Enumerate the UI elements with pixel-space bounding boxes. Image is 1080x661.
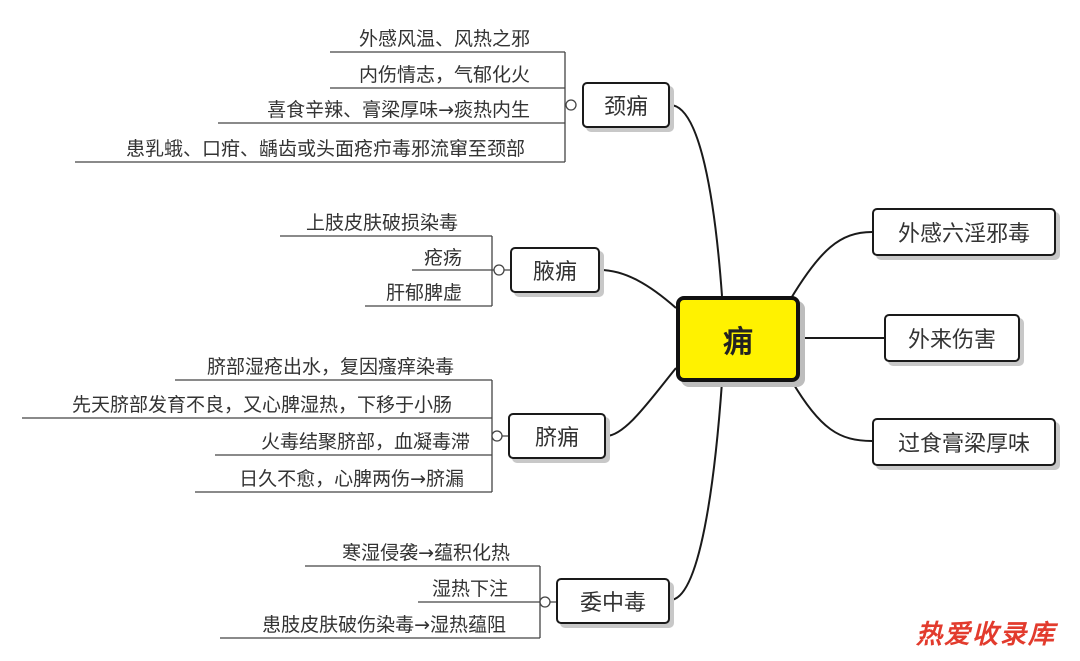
branch-label: 脐痈	[534, 426, 579, 451]
center-label: 痈	[723, 325, 753, 360]
connector-right-1	[789, 231, 873, 301]
right-node-1: 外感六淫邪毒	[872, 208, 1056, 256]
connector-left-4	[669, 381, 723, 601]
right-node-2: 外来伤害	[884, 314, 1020, 362]
connector-right-3	[789, 377, 873, 442]
right-node-label: 过食膏梁厚味	[897, 432, 1030, 457]
right-node-label: 外感六淫邪毒	[897, 222, 1030, 247]
branch-node-2: 腋痈	[510, 247, 600, 293]
leaf-text: 疮疡	[423, 247, 462, 269]
leaf-text: 先天脐部发育不良，又心脾湿热，下移于小肠	[71, 394, 452, 416]
leaf-text: 内伤情志，气郁化火	[358, 64, 530, 86]
watermark-logo: 热爱收录库	[915, 620, 1056, 650]
center-node: 痈	[676, 296, 800, 382]
leaf-text: 脐部湿疮出水，复因瘙痒染毒	[206, 356, 454, 378]
leaf-text: 寒湿侵袭→蕴积化热	[342, 542, 510, 564]
leaf-text: 肝郁脾虚	[385, 282, 462, 304]
connector-left-2	[599, 269, 677, 309]
junction-2	[493, 264, 505, 276]
branch-label: 委中毒	[579, 591, 646, 616]
right-node-label: 外来伤害	[907, 328, 996, 353]
leaf-text: 湿热下注	[431, 578, 508, 600]
junction-4	[539, 596, 551, 608]
branch-label: 颈痈	[603, 95, 648, 120]
branch-node-3: 脐痈	[508, 413, 606, 459]
leaf-text: 日久不愈，心脾两伤→脐漏	[239, 468, 464, 490]
branch-node-1: 颈痈	[582, 82, 670, 128]
leaf-text: 患乳蛾、口疳、龋齿或头面疮疖毒邪流窜至颈部	[125, 138, 525, 160]
connector-left-1	[669, 104, 723, 297]
branch-node-4: 委中毒	[556, 578, 670, 624]
connector-left-3	[605, 367, 677, 437]
leaf-text: 喜食辛辣、膏梁厚味→痰热内生	[267, 99, 530, 121]
leaf-text: 火毒结聚脐部，血凝毒滞	[260, 431, 470, 453]
branch-label: 腋痈	[532, 260, 577, 285]
leaf-text: 上肢皮肤破损染毒	[305, 212, 458, 234]
junction-1	[565, 99, 577, 111]
leaf-text: 患肢皮肤破伤染毒→湿热蕴阻	[262, 614, 506, 636]
right-node-3: 过食膏梁厚味	[872, 418, 1056, 466]
leaf-text: 外感风温、风热之邪	[358, 28, 530, 50]
junction-3	[491, 430, 503, 442]
